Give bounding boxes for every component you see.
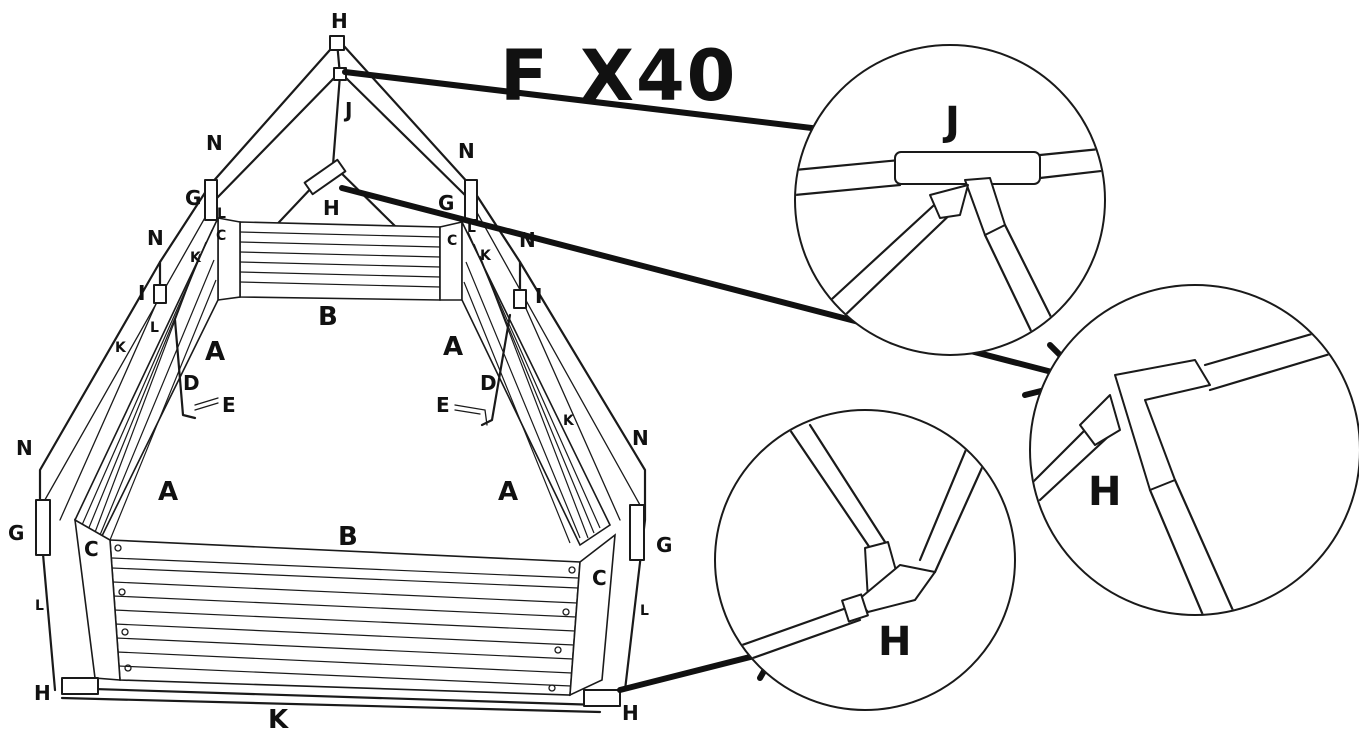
fitting-g-back-right xyxy=(464,179,478,221)
label-n-front-right: N xyxy=(632,426,649,450)
label-n-top-left: N xyxy=(206,131,223,155)
label-g-front-left: G xyxy=(8,521,24,545)
bracket-d-right xyxy=(454,313,512,427)
label-k-front: K xyxy=(268,705,289,731)
side-pole-left-n xyxy=(38,260,162,692)
fitting-i-left xyxy=(153,284,167,304)
label-k-back-left: K xyxy=(190,250,202,266)
roof-pole-left-outer xyxy=(158,40,339,297)
label-c-front-left: C xyxy=(84,537,99,561)
front-panel xyxy=(109,539,581,696)
arrow-to-h-bottom-detail xyxy=(617,649,773,693)
label-a-right-front: A xyxy=(498,477,518,507)
detail-h-top-label: H xyxy=(1088,469,1121,515)
hex-key-e-left xyxy=(194,397,219,406)
label-d-left: D xyxy=(183,371,200,395)
label-n-front-left: N xyxy=(16,436,33,460)
title-quantity: X40 xyxy=(580,35,737,117)
fitting-g-back-left xyxy=(204,179,218,221)
fitting-h-front-left xyxy=(61,677,99,695)
label-a-right-back: A xyxy=(443,332,463,362)
label-h-apex: H xyxy=(331,9,348,33)
fitting-g-left xyxy=(35,499,51,556)
hex-key-e-right xyxy=(454,404,488,426)
arrow-to-j-detail xyxy=(342,69,873,138)
label-i-left: I xyxy=(138,281,145,305)
bracket-d-left xyxy=(173,318,219,420)
detail-j-label: J xyxy=(942,99,960,145)
label-k-back-right: K xyxy=(480,248,492,264)
front-wall-b xyxy=(74,518,616,697)
label-l-front-right: L xyxy=(640,603,649,619)
label-l-back-right: L xyxy=(467,220,476,236)
fitting-i-right xyxy=(513,289,527,309)
side-wall-right-a xyxy=(461,221,612,547)
corner-c-front-left xyxy=(74,518,121,681)
detail-circle-h-bottom: H xyxy=(714,409,1016,711)
label-h-front-right: H xyxy=(622,701,639,725)
roof-pole-right-outer xyxy=(341,43,522,297)
fitting-h-apex xyxy=(329,35,345,51)
back-panel xyxy=(239,221,441,301)
ridge-pole-j xyxy=(331,40,342,167)
label-g-back-right: G xyxy=(438,191,454,215)
label-b-back: B xyxy=(318,302,338,332)
label-g-back-left: G xyxy=(185,186,201,210)
brace-left xyxy=(41,199,216,506)
label-n-top-right: N xyxy=(458,139,475,163)
label-d-right: D xyxy=(480,371,497,395)
label-a-left-front: A xyxy=(158,477,178,507)
label-l-mid-left: L xyxy=(150,320,159,336)
label-k-left: K xyxy=(115,340,127,356)
detail-h-bottom-label: H xyxy=(878,619,911,665)
brace-right-lower xyxy=(519,294,621,521)
label-j: J xyxy=(343,98,352,122)
base-pole-k xyxy=(60,686,602,707)
label-h-front-left: H xyxy=(34,681,51,705)
label-e-left: E xyxy=(222,393,236,417)
label-i-right: I xyxy=(535,284,542,308)
fitting-h-back xyxy=(303,158,347,196)
label-b-front: B xyxy=(338,522,358,552)
label-c-back-left: C xyxy=(216,228,226,244)
label-h-back: H xyxy=(323,196,340,220)
label-c-front-right: C xyxy=(592,566,607,590)
detail-circle-h-top: H xyxy=(1029,284,1359,616)
brace-right xyxy=(469,199,641,506)
label-c-back-right: C xyxy=(447,233,457,249)
label-n-mid-right: N xyxy=(519,228,536,252)
label-l-back-left: L xyxy=(217,206,226,222)
label-e-right: E xyxy=(436,393,450,417)
detail-circle-j: J xyxy=(794,44,1106,356)
label-a-left-back: A xyxy=(205,337,225,367)
back-wall-b xyxy=(217,217,463,301)
corner-c-front-right xyxy=(569,533,616,697)
fitting-h-front-right xyxy=(583,689,621,707)
label-l-front-left: L xyxy=(35,598,44,614)
roof-pole-right-inner xyxy=(341,73,472,202)
label-n-mid-left: N xyxy=(147,226,164,250)
base-frame-k xyxy=(60,677,621,714)
brace-left-lower xyxy=(59,294,161,521)
roof-pole-left-inner xyxy=(213,73,339,202)
fitting-g-right xyxy=(629,504,645,561)
title-part-letter: F xyxy=(500,35,550,117)
side-pole-right-n xyxy=(518,260,647,692)
label-k-right: K xyxy=(563,413,575,429)
label-g-front-right: G xyxy=(656,533,672,557)
